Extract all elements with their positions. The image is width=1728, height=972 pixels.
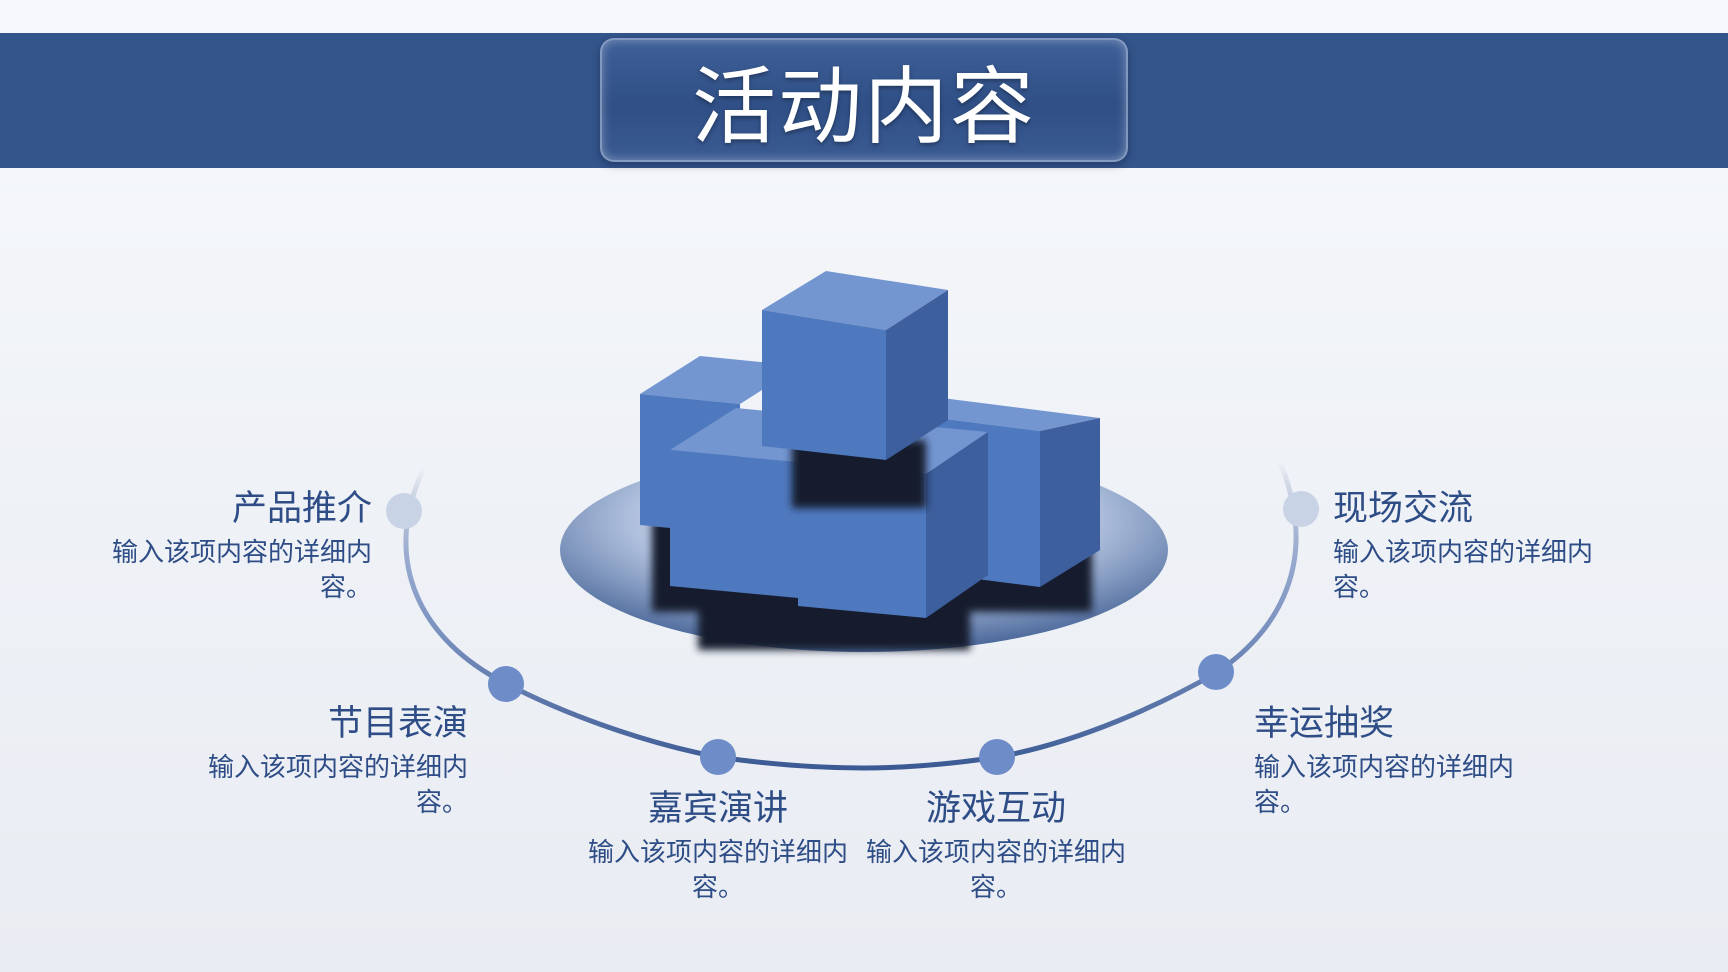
item-game: 游戏互动 输入该项内容的详细内容。 bbox=[866, 788, 1126, 906]
item-desc: 输入该项内容的详细内容。 bbox=[1333, 538, 1594, 604]
title-box: 活动内容 bbox=[600, 38, 1128, 162]
item-title: 产品推介 bbox=[231, 489, 372, 529]
item-title: 游戏互动 bbox=[925, 789, 1066, 829]
item-exchange: 现场交流 输入该项内容的详细内容。 bbox=[1333, 488, 1593, 606]
item-title: 幸运抽奖 bbox=[1254, 704, 1395, 744]
node-product bbox=[386, 493, 422, 529]
node-speech bbox=[700, 739, 736, 775]
node-show bbox=[488, 666, 524, 702]
item-desc: 输入该项内容的详细内容。 bbox=[112, 538, 373, 604]
page-title: 活动内容 bbox=[691, 57, 1036, 156]
node-game bbox=[979, 739, 1015, 775]
item-title: 节目表演 bbox=[327, 704, 468, 744]
timeline-arc-left bbox=[403, 465, 867, 771]
timeline-arc-right bbox=[861, 459, 1299, 771]
item-lottery: 幸运抽奖 输入该项内容的详细内容。 bbox=[1254, 703, 1514, 821]
item-product: 产品推介 输入该项内容的详细内容。 bbox=[112, 488, 372, 606]
item-speech: 嘉宾演讲 输入该项内容的详细内容。 bbox=[588, 788, 848, 906]
node-exchange bbox=[1283, 491, 1319, 527]
node-lottery bbox=[1198, 654, 1234, 690]
item-title: 嘉宾演讲 bbox=[647, 789, 788, 829]
item-desc: 输入该项内容的详细内容。 bbox=[866, 838, 1127, 904]
item-desc: 输入该项内容的详细内容。 bbox=[1254, 753, 1515, 819]
item-show: 节目表演 输入该项内容的详细内容。 bbox=[208, 703, 468, 821]
item-desc: 输入该项内容的详细内容。 bbox=[588, 838, 849, 904]
item-desc: 输入该项内容的详细内容。 bbox=[208, 753, 469, 819]
item-title: 现场交流 bbox=[1333, 489, 1474, 529]
cube-top bbox=[762, 271, 948, 460]
